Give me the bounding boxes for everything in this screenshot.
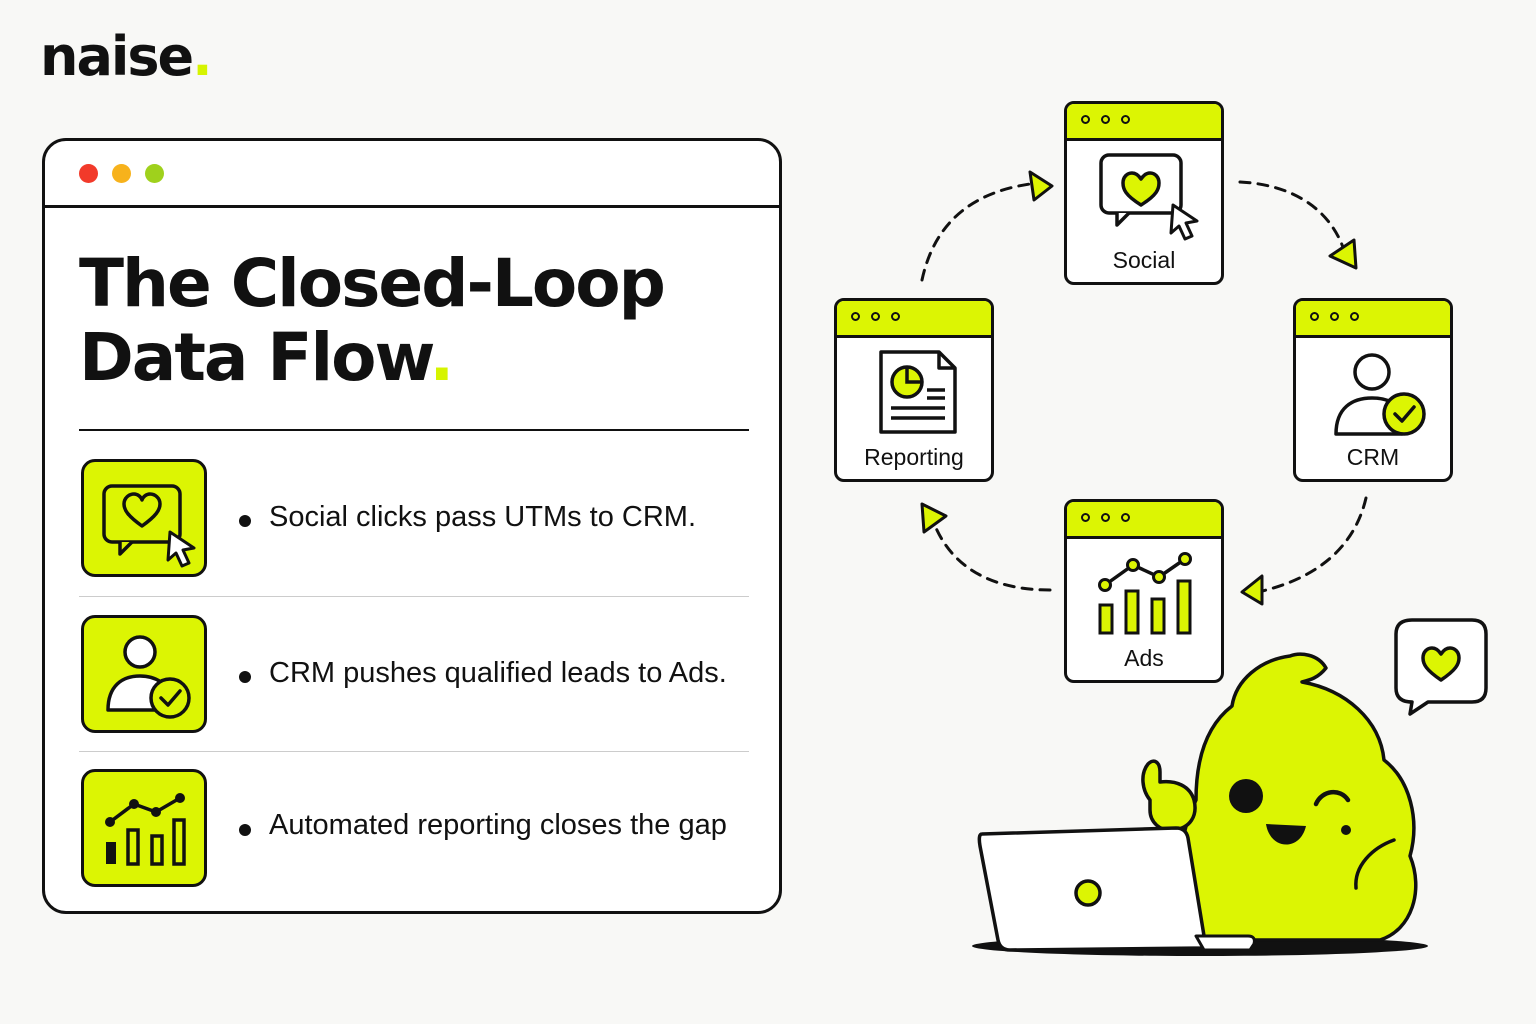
report-document-icon (879, 350, 957, 434)
node-title-bar (1296, 301, 1450, 338)
item-text-social: Social clicks pass UTMs to CRM. (269, 501, 697, 533)
node-reporting: Reporting (834, 298, 994, 482)
item-text-crm: CRM pushes qualified leads to Ads. (269, 657, 727, 689)
arrowhead-icon (920, 502, 948, 534)
bullet-dot (239, 515, 251, 527)
bullet-dot (239, 671, 251, 683)
blob-mascot (1141, 652, 1418, 942)
arrowhead-icon (1028, 170, 1054, 202)
bullet-dot (239, 824, 251, 836)
title-divider (79, 429, 749, 431)
laptop-icon (977, 826, 1256, 952)
window-close-dot (79, 164, 98, 183)
node-social: Social (1064, 101, 1224, 285)
node-label-ads: Ads (1124, 645, 1164, 671)
node-label-social: Social (1112, 247, 1176, 273)
page-title: The Closed-Loop Data Flow. (79, 245, 666, 396)
heart-speech-bubble-icon (1394, 618, 1488, 716)
info-card: The Closed-Loop Data Flow. Social clicks… (42, 138, 782, 914)
brand-name: naise (40, 25, 194, 88)
window-maximize-dot (145, 164, 164, 183)
item-text-reporting: Automated reporting closes the gap (269, 809, 727, 841)
node-label-crm: CRM (1346, 444, 1400, 470)
node-title-bar (1067, 104, 1221, 141)
node-ads: Ads (1064, 499, 1224, 683)
window-minimize-dot (112, 164, 131, 183)
arrowhead-icon (1240, 574, 1264, 606)
title-line-1: The Closed-Loop (79, 245, 666, 322)
arrow-crm-to-ads (1256, 496, 1368, 594)
crm-user-check-icon (1334, 353, 1426, 436)
arrowhead-icon (1328, 238, 1358, 270)
item-divider (79, 596, 749, 597)
arrow-social-to-crm (1238, 180, 1346, 252)
card-title-bar (45, 141, 779, 208)
arrow-reporting-to-social (920, 182, 1032, 282)
title-line-2: Data Flow. (79, 319, 454, 396)
item-divider (79, 751, 749, 752)
social-click-icon (1099, 153, 1199, 241)
node-label-reporting: Reporting (864, 444, 964, 470)
brand-dot: . (192, 25, 212, 88)
bar-chart-trend-icon (1098, 552, 1192, 635)
node-crm: CRM (1293, 298, 1453, 482)
crm-user-check-icon (81, 615, 207, 733)
node-title-bar (837, 301, 991, 338)
arrow-ads-to-reporting (934, 526, 1052, 592)
node-title-bar (1067, 502, 1221, 539)
bar-chart-trend-icon (81, 769, 207, 887)
social-click-icon (81, 459, 207, 577)
brand-logo: naise. (40, 30, 213, 84)
